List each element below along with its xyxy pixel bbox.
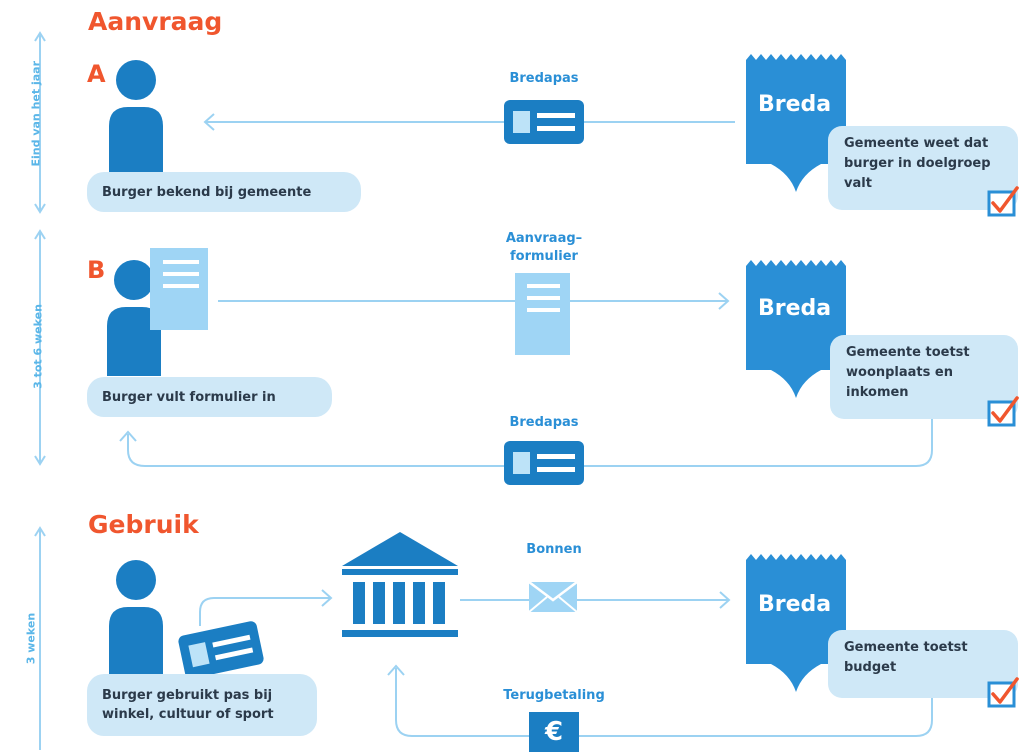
form-icon-b [515, 273, 570, 355]
person-icon-a [109, 60, 163, 176]
person-icon-c [109, 560, 163, 676]
euro-symbol: € [544, 717, 564, 747]
id-card-icon-a [504, 100, 584, 144]
timeline-arrow-b [34, 229, 46, 466]
bank-icon [342, 532, 458, 637]
arrow-bonnen [460, 591, 731, 609]
id-card-icon-usage [177, 620, 265, 680]
flow-label-terugbetaling: Terugbetaling [503, 688, 605, 703]
breda-label-b: Breda [758, 296, 832, 321]
section-heading-aanvraag: Aanvraag [88, 7, 223, 36]
card-to-bank-line [199, 589, 333, 626]
envelope-icon [528, 581, 578, 613]
timeline-arrow-c [34, 526, 46, 750]
euro-icon [529, 712, 579, 752]
form-icon-citizen [150, 248, 208, 330]
municipality-note-b: Gemeente toetst woonplaats en inkomen [830, 335, 1018, 419]
timeline-label-b: 3 tot 6 weken [31, 304, 45, 389]
timeline-label-a: Eind van het jaar [29, 61, 43, 167]
flow-label-bredapas-b: Bredapas [509, 415, 579, 430]
scenario-letter-a: A [87, 60, 106, 88]
citizen-bubble-c: Burger gebruikt pas bij winkel, cultuur … [87, 674, 317, 736]
return-path-c [387, 664, 933, 737]
flow-label-bredapas-a: Bredapas [509, 71, 579, 86]
flow-label-bonnen: Bonnen [526, 542, 582, 557]
arrow-bredapas-a [203, 113, 735, 131]
citizen-bubble-b: Burger vult formulier in [87, 377, 332, 417]
flow-label-form: Aanvraag– formulier [505, 231, 583, 264]
breda-label-a: Breda [758, 92, 832, 117]
arrow-form-b [218, 292, 730, 310]
timeline-label-c: 3 weken [24, 612, 38, 665]
breda-label-c: Breda [758, 592, 832, 617]
citizen-bubble-a: Burger bekend bij gemeente [87, 172, 361, 212]
scenario-letter-b: B [87, 256, 106, 284]
municipality-note-a: Gemeente weet dat burger in doelgroep va… [828, 126, 1018, 210]
timeline-arrow-a [34, 31, 46, 214]
id-card-icon-b [504, 441, 584, 485]
municipality-note-c: Gemeente toetst budget [828, 630, 1018, 698]
section-heading-gebruik: Gebruik [88, 510, 199, 539]
